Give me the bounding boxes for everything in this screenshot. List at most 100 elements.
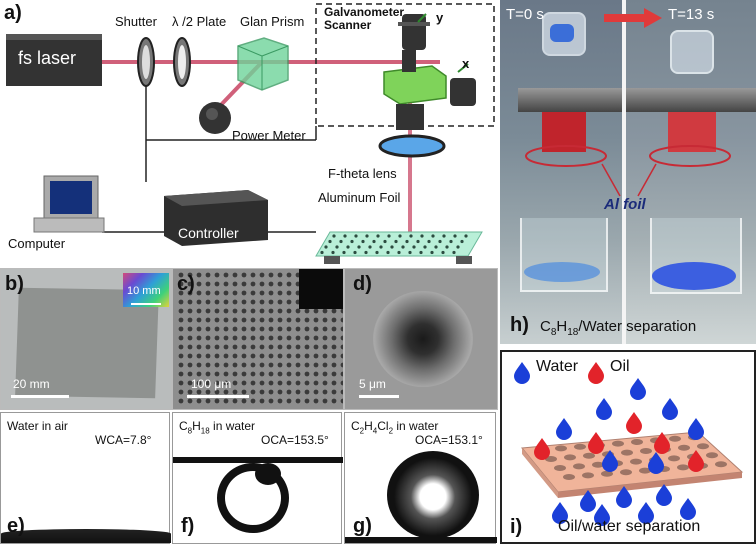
- oil-drop-icon: [534, 438, 550, 460]
- sem-hole: [223, 299, 229, 305]
- mesh-hole: [612, 440, 624, 447]
- sem-hole: [322, 335, 328, 341]
- sem-hole: [232, 317, 238, 323]
- sem-hole: [331, 398, 337, 404]
- mesh-hole: [555, 445, 567, 452]
- foil-hole: [449, 239, 453, 244]
- foil-hole: [409, 234, 413, 238]
- sem-hole: [178, 290, 184, 296]
- mesh-hole: [601, 470, 613, 477]
- time-zero-label: T=0 s: [506, 6, 544, 23]
- sem-hole: [178, 353, 184, 359]
- mesh-hole: [668, 455, 680, 462]
- separation-schematic: [514, 362, 744, 526]
- sem-hole: [277, 326, 283, 332]
- water-legend-drop-icon: [514, 362, 530, 384]
- foil-hole: [423, 245, 427, 249]
- water-drop-icon: [656, 484, 672, 506]
- sem-hole: [259, 389, 265, 395]
- foil-hole: [387, 234, 391, 238]
- foil-hole: [320, 250, 324, 255]
- sem-hole: [232, 380, 238, 386]
- sem-hole: [214, 308, 220, 314]
- sem-hole: [304, 398, 310, 404]
- sem-hole: [232, 281, 238, 287]
- sem-hole: [331, 317, 337, 323]
- sem-hole: [340, 308, 343, 314]
- sem-hole: [178, 272, 184, 278]
- foil-hole: [386, 250, 390, 255]
- sem-hole: [340, 398, 343, 404]
- sem-hole: [304, 371, 310, 377]
- sem-hole: [250, 281, 256, 287]
- sem-hole: [304, 353, 310, 359]
- sem-hole: [250, 272, 256, 278]
- foil-hole: [394, 239, 398, 244]
- sem-hole: [205, 326, 211, 332]
- foil-hole: [445, 245, 449, 249]
- sem-hole: [205, 281, 211, 287]
- oil-drop-icon: [654, 432, 670, 454]
- sem-hole: [250, 389, 256, 395]
- sem-hole: [277, 308, 283, 314]
- foil-hole: [372, 239, 376, 244]
- panel-a: a) fs laser Shutter λ /2 Plate Glan Pris…: [0, 0, 495, 268]
- mesh-hole: [630, 458, 642, 465]
- mesh-hole: [573, 463, 585, 470]
- mesh-hole: [669, 435, 681, 442]
- sem-hole: [223, 290, 229, 296]
- sem-hole: [295, 380, 301, 386]
- foil-hole: [376, 234, 380, 238]
- sem-hole: [178, 335, 184, 341]
- sem-hole: [187, 371, 193, 377]
- sem-hole: [313, 353, 319, 359]
- mesh-hole: [715, 461, 727, 468]
- sem-hole: [214, 290, 220, 296]
- fs-laser-body: [6, 34, 102, 86]
- sem-hole: [304, 344, 310, 350]
- foil-hole: [438, 239, 442, 244]
- sem-hole: [214, 362, 220, 368]
- sem-hole: [331, 335, 337, 341]
- blue-water-left: [550, 24, 574, 42]
- foil-hole: [332, 234, 336, 238]
- sem-hole: [268, 272, 274, 278]
- sem-hole: [331, 326, 337, 332]
- scalebar-c: [187, 395, 249, 398]
- sem-hole: [286, 272, 292, 278]
- mesh-hole: [621, 449, 633, 456]
- sem-hole: [196, 371, 202, 377]
- controller-label: Controller: [178, 225, 239, 241]
- sem-hole: [250, 335, 256, 341]
- sem-hole: [223, 272, 229, 278]
- sem-hole: [214, 281, 220, 287]
- sem-hole: [241, 272, 247, 278]
- sem-hole: [286, 380, 292, 386]
- sem-hole: [223, 317, 229, 323]
- sem-hole: [295, 317, 301, 323]
- time-arrow-icon: [604, 8, 662, 28]
- sem-hole: [268, 353, 274, 359]
- sem-hole: [196, 362, 202, 368]
- substrate-line-f: [173, 457, 343, 463]
- foil-hole: [430, 250, 434, 255]
- f-theta-lens-label: F-theta lens: [328, 166, 397, 181]
- sem-hole: [340, 371, 343, 377]
- foil-hole: [328, 239, 332, 244]
- sem-hole: [214, 272, 220, 278]
- scale-label-c: 100 μm: [191, 377, 232, 391]
- sem-hole: [286, 398, 292, 404]
- panel-letter-i: i): [510, 516, 523, 538]
- sem-hole: [331, 353, 337, 359]
- power-meter-label: Power Meter: [232, 128, 306, 143]
- panel-i-caption: Oil/water separation: [558, 518, 701, 535]
- sem-hole: [268, 362, 274, 368]
- foil-hole: [408, 250, 412, 255]
- clamp-right: [626, 88, 756, 112]
- sem-hole: [196, 353, 202, 359]
- sem-hole: [223, 335, 229, 341]
- foil-hole: [379, 245, 383, 249]
- sem-hole: [340, 317, 343, 323]
- al-foil-markers: [525, 145, 731, 197]
- sem-hole: [268, 371, 274, 377]
